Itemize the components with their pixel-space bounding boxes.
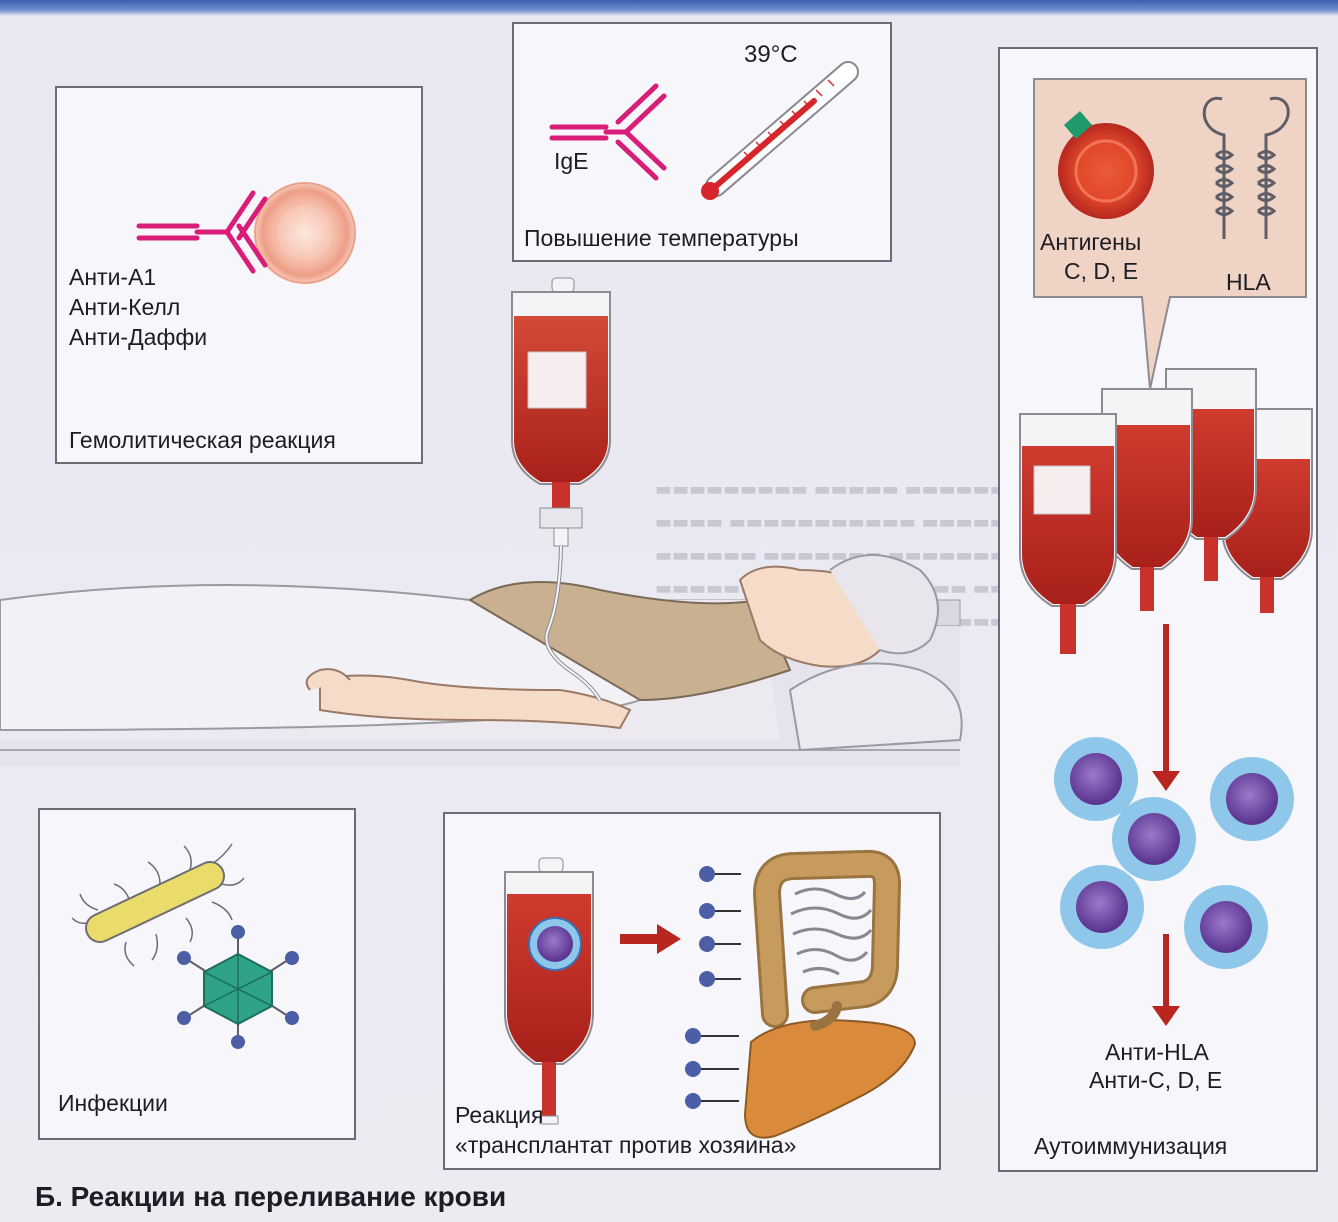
erythrocyte [255, 183, 355, 283]
gvhd-caption-line1: Реакция [455, 1100, 543, 1130]
patient [0, 555, 962, 750]
temperature-label: 39°С [744, 40, 798, 70]
anti-hla-label: Анти-HLA [1105, 1037, 1209, 1067]
figure-caption: Б. Реакции на переливание крови [35, 1182, 506, 1212]
ige-label: IgE [554, 146, 589, 176]
transfusion-scene [0, 270, 1000, 1070]
blood-bag-stack [1020, 369, 1312, 654]
fever-panel: 39°С IgE Повышение температуры [512, 22, 892, 262]
fever-caption: Повышение температуры [524, 223, 799, 253]
autoimmune-caption: Аутоиммунизация [1034, 1131, 1227, 1161]
erythrocyte-icon [1058, 123, 1154, 219]
gvhd-caption-line2: «трансплантат против хозяина» [455, 1130, 796, 1160]
thermometer-icon [701, 72, 848, 200]
antigens-cde-label: C, D, E [1064, 256, 1138, 286]
hla-label: HLA [1226, 267, 1271, 297]
antibody-icon [139, 193, 265, 271]
autoimmunization-illustration [1000, 49, 1320, 1174]
antigens-label: Антигены [1040, 227, 1141, 257]
autoimmune-panel: Антигены C, D, E HLA Анти-HLA Анти-С, D,… [998, 47, 1318, 1172]
infection-caption: Инфекции [58, 1088, 168, 1118]
anti-cde-label: Анти-С, D, E [1089, 1065, 1222, 1095]
